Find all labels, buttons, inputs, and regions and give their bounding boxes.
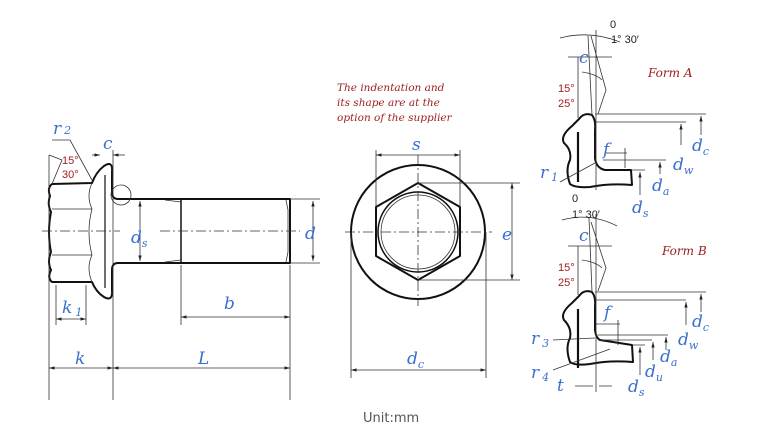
top-view: The indentation and its shape are at the…: [337, 82, 520, 378]
form-b-label-c: c: [579, 226, 589, 246]
form-a-label-da: da: [652, 176, 669, 198]
supplier-note-line-2: its shape are at the: [337, 97, 440, 109]
label-ds: ds: [131, 228, 148, 250]
label-d: d: [305, 224, 316, 244]
form-b-label-t: t: [557, 376, 564, 396]
angle-15: 15°: [62, 155, 79, 167]
label-s: s: [412, 135, 421, 155]
bolt-head-outline: [47, 163, 291, 300]
form-b-label-dw: dw: [678, 330, 699, 352]
form-b-angle-15: 15°: [558, 262, 575, 274]
angle-30: 30°: [62, 169, 79, 181]
form-a-label-f: f: [601, 140, 612, 160]
label-e: e: [502, 225, 512, 245]
form-a-label-dc: dc: [692, 136, 709, 158]
form-b-label-du: du: [645, 362, 663, 384]
form-b-title: Form B: [661, 244, 707, 258]
detail-circle: [110, 184, 132, 206]
form-a-angle-15: 15°: [558, 83, 575, 95]
label-b: b: [224, 294, 235, 314]
form-b-label-f: f: [602, 303, 613, 323]
form-a-title: Form A: [647, 66, 693, 80]
form-b-label-ds: ds: [628, 377, 645, 399]
label-c: c: [103, 134, 113, 154]
form-a-label-c: c: [579, 48, 589, 68]
form-a-label-dw: dw: [673, 155, 694, 177]
unit-caption: Unit:mm: [363, 411, 419, 426]
form-a-tol-upper: 0: [610, 19, 616, 31]
form-b-angle-25: 25°: [558, 277, 575, 289]
label-dc: dc: [407, 349, 424, 371]
label-k: k: [75, 349, 85, 369]
label-L: L: [197, 349, 209, 369]
supplier-note-line-3: option of the supplier: [337, 112, 453, 124]
supplier-note-line-1: The indentation and: [337, 82, 445, 94]
form-b-label-da: da: [660, 347, 677, 369]
form-b-label-dc: dc: [692, 312, 709, 334]
form-a-label-ds: ds: [632, 198, 649, 220]
form-a-tol-lower: 1° 30′: [611, 34, 639, 46]
form-b-tol-lower: 1° 30′: [572, 209, 600, 221]
form-b-tol-upper: 0: [572, 193, 578, 205]
form-a-angle-25: 25°: [558, 98, 575, 110]
